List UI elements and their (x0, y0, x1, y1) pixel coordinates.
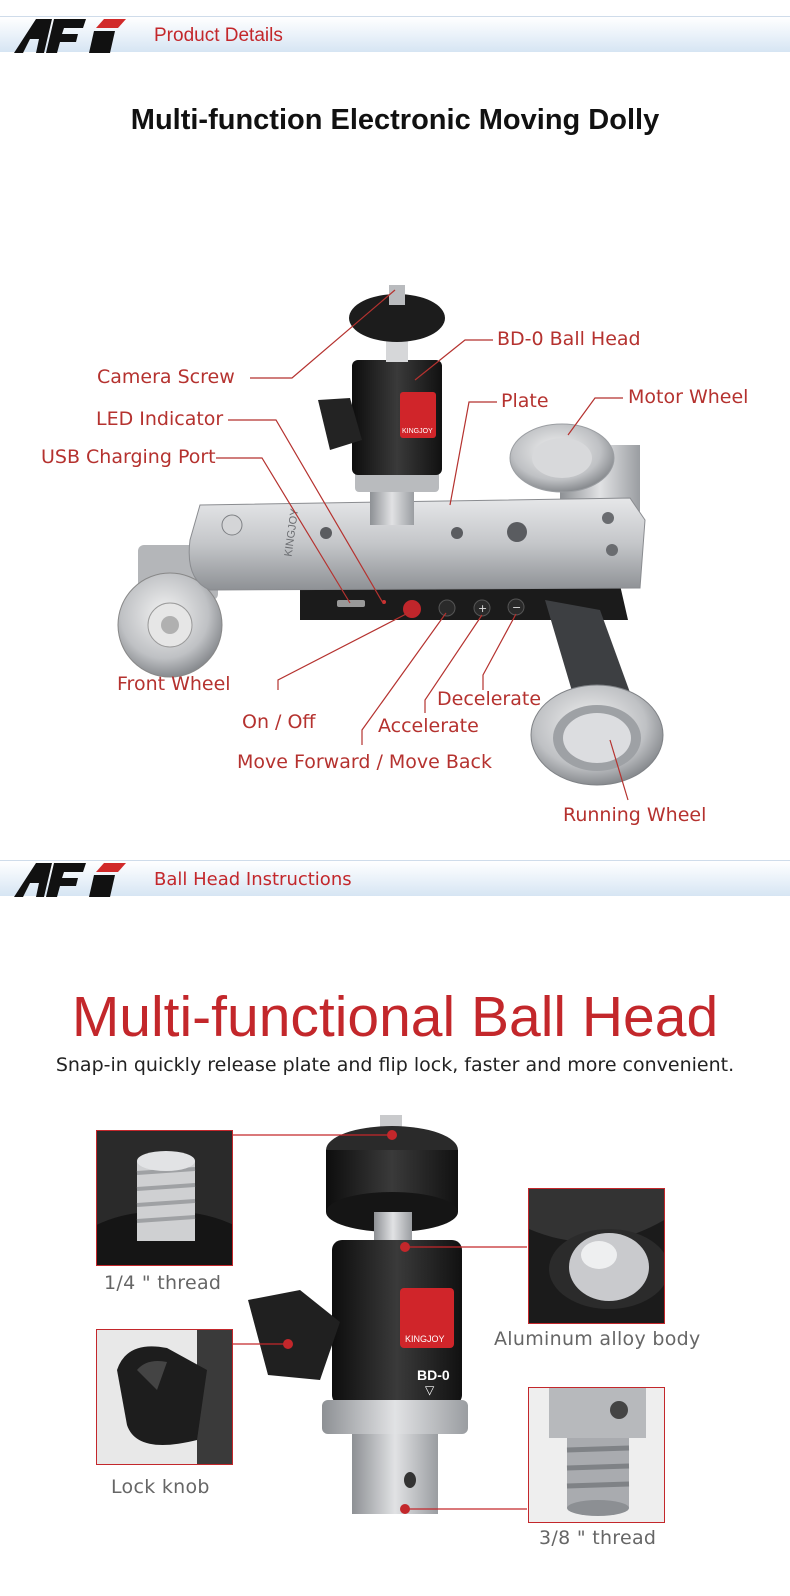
section-header-product-details: Product Details (0, 16, 790, 53)
svg-text:BD-0: BD-0 (417, 1367, 450, 1383)
callout-move: Move Forward / Move Back (237, 751, 492, 773)
callout-motor-wheel: Motor Wheel (628, 386, 749, 408)
front-wheel (117, 545, 223, 678)
callout-usb-port: USB Charging Port (41, 446, 216, 468)
ball-head-body (332, 1240, 462, 1405)
caption-aluminum-body: Aluminum alloy body (494, 1328, 701, 1350)
running-wheel (530, 600, 664, 786)
caption-lock-knob: Lock knob (111, 1476, 210, 1498)
callout-running-wheel: Running Wheel (563, 804, 707, 826)
callout-plate: Plate (501, 390, 549, 412)
ball-head-small: KINGJOY (318, 285, 445, 525)
ball-head-subheading: Snap-in quickly release plate and flip l… (55, 1054, 735, 1076)
afi-logo (14, 19, 126, 53)
ball-head-heading: Multi-functional Ball Head (71, 985, 719, 1049)
dolly-illustration: KINGJOY + − KINGJOY (117, 285, 664, 801)
dolly-plate (188, 497, 646, 591)
thumb-lock-knob (96, 1329, 233, 1465)
base-ring (322, 1400, 468, 1434)
direction-button[interactable] (438, 599, 456, 617)
svg-text:KINGJOY: KINGJOY (402, 428, 433, 435)
page-heading: Multi-function Electronic Moving Dolly (130, 104, 660, 136)
base-mount (352, 1434, 438, 1514)
svg-text:KINGJOY: KINGJOY (405, 1334, 445, 1344)
callout-led-indicator: LED Indicator (96, 408, 224, 430)
usb-port (337, 600, 365, 607)
callout-on-off: On / Off (242, 711, 316, 733)
thumb-quarter-thread (96, 1130, 233, 1266)
callout-accelerate: Accelerate (378, 715, 479, 737)
caption-quarter-thread: 1/4 " thread (104, 1272, 222, 1294)
dolly-body (300, 585, 628, 620)
side-lock-knob (248, 1290, 340, 1380)
section-title: Ball Head Instructions (154, 869, 352, 890)
caption-38-thread: 3/8 " thread (539, 1527, 657, 1549)
svg-text:−: − (512, 601, 521, 614)
svg-text:▽: ▽ (425, 1383, 435, 1397)
callout-ball-head: BD-0 Ball Head (497, 328, 641, 350)
brand-badge (400, 1288, 454, 1348)
section-header-ball-head: Ball Head Instructions (0, 860, 790, 897)
thumb-38-thread (528, 1387, 665, 1523)
callout-decelerate: Decelerate (437, 688, 542, 710)
section-title: Product Details (154, 25, 283, 46)
callout-camera-screw: Camera Screw (97, 366, 235, 388)
afi-logo (14, 863, 126, 897)
thumb-aluminum-body (528, 1188, 665, 1324)
callout-front-wheel: Front Wheel (117, 673, 231, 695)
svg-text:+: + (478, 602, 487, 615)
